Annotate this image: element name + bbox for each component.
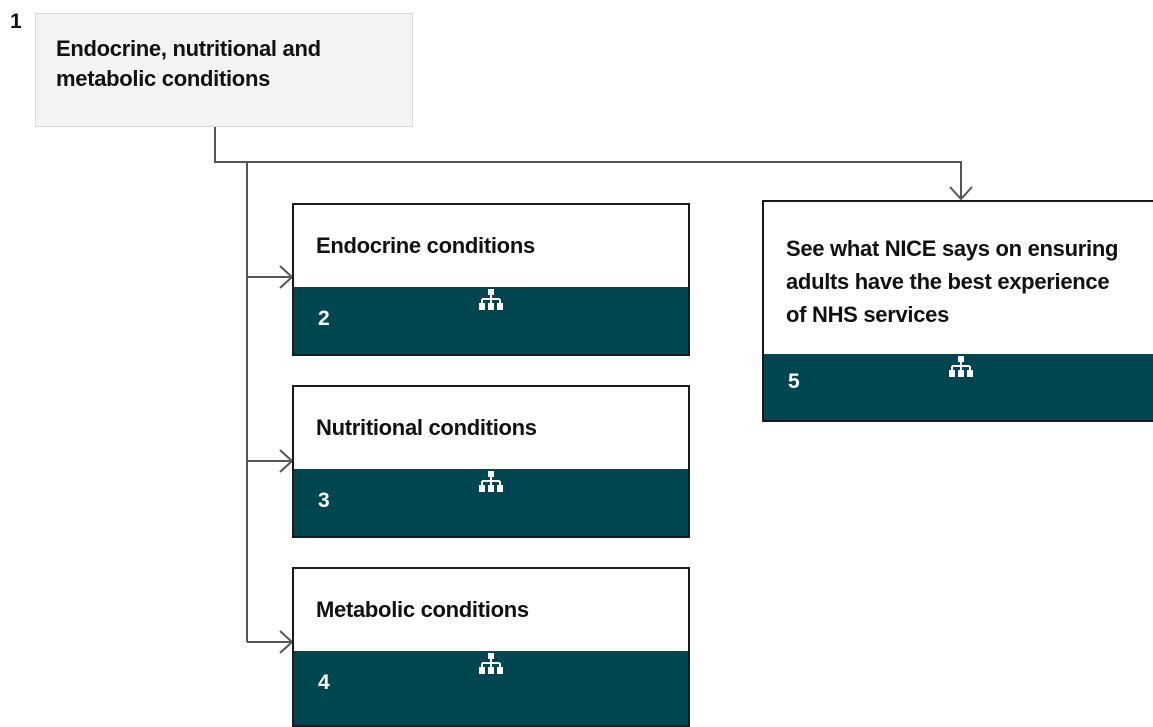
node-number: 3 bbox=[318, 489, 330, 512]
step-number: 1 bbox=[10, 10, 22, 33]
root-node-title: Endocrine, nutritional and metabolic con… bbox=[56, 36, 321, 91]
node-metabolic-conditions[interactable]: Metabolic conditions 4 bbox=[292, 567, 690, 727]
node-number: 5 bbox=[788, 370, 800, 393]
node-nice-adult-nhs-experience[interactable]: See what NICE says on ensuring adults ha… bbox=[762, 200, 1153, 422]
node-nutritional-conditions[interactable]: Nutritional conditions 3 bbox=[292, 385, 690, 538]
hierarchy-icon[interactable] bbox=[478, 471, 504, 493]
node-footer: 3 bbox=[294, 469, 688, 536]
connector-root-down bbox=[214, 127, 962, 198]
node-endocrine-conditions[interactable]: Endocrine conditions 2 bbox=[292, 203, 690, 356]
node-footer: 2 bbox=[294, 287, 688, 354]
node-number: 2 bbox=[318, 307, 330, 330]
hierarchy-icon[interactable] bbox=[478, 653, 504, 675]
arrowhead-nice bbox=[949, 186, 973, 201]
node-number: 4 bbox=[318, 671, 330, 694]
node-title: Nutritional conditions bbox=[316, 415, 537, 440]
node-title: Endocrine conditions bbox=[316, 233, 535, 258]
node-header: See what NICE says on ensuring adults ha… bbox=[764, 202, 1153, 356]
node-title: Metabolic conditions bbox=[316, 597, 529, 622]
node-header: Endocrine conditions bbox=[294, 205, 688, 289]
node-footer: 4 bbox=[294, 651, 688, 725]
hierarchy-icon[interactable] bbox=[478, 289, 504, 311]
node-header: Metabolic conditions bbox=[294, 569, 688, 653]
node-header: Nutritional conditions bbox=[294, 387, 688, 471]
hierarchy-icon[interactable] bbox=[948, 356, 974, 378]
root-node: Endocrine, nutritional and metabolic con… bbox=[35, 13, 413, 127]
node-footer: 5 bbox=[764, 354, 1153, 420]
node-title: See what NICE says on ensuring adults ha… bbox=[786, 236, 1119, 327]
